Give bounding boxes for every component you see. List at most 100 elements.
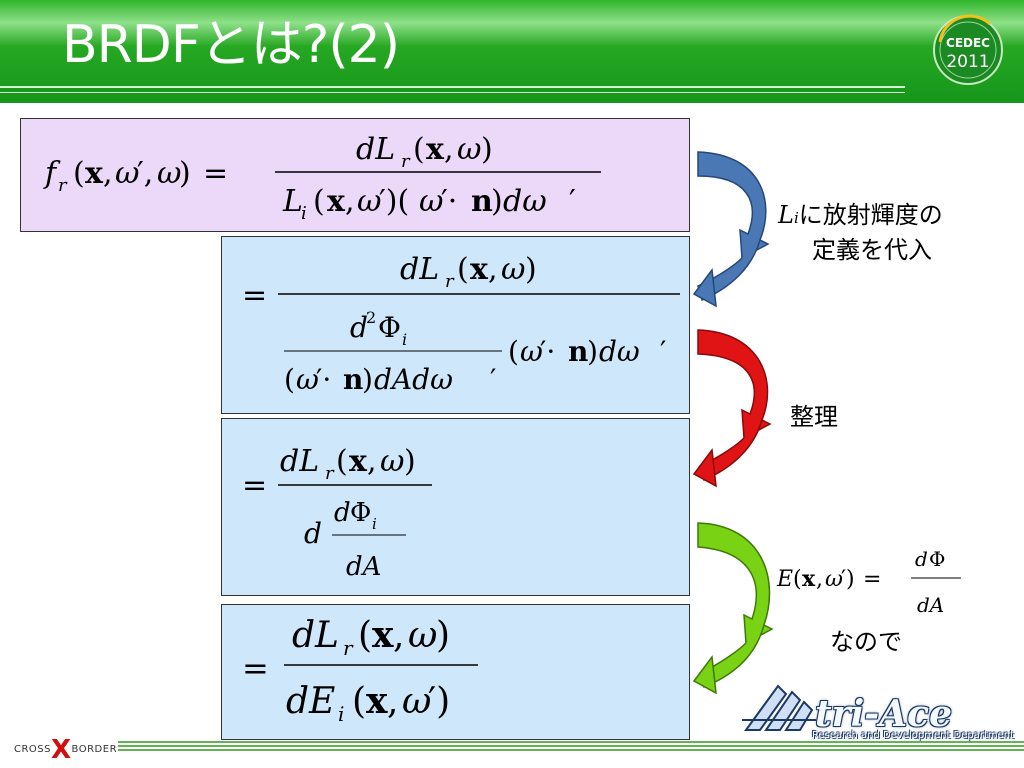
svg-text:r: r — [401, 151, 411, 172]
svg-text:): ) — [404, 444, 416, 479]
svg-text:,: , — [816, 567, 823, 592]
svg-text:(: ( — [73, 156, 85, 191]
svg-text:dL: dL — [292, 615, 339, 656]
svg-text:x: x — [802, 566, 816, 592]
svg-text:d: d — [334, 498, 351, 528]
svg-text:′: ′ — [569, 184, 576, 219]
slide-title: BRDFとは?(2) — [62, 15, 400, 75]
svg-text:,: , — [345, 184, 355, 219]
crossborder-logo-x: X — [51, 735, 72, 765]
svg-text:): ) — [436, 615, 450, 656]
cedec-logo-text: CEDEC — [946, 36, 990, 50]
svg-text:ω: ω — [501, 252, 525, 287]
svg-text:r: r — [58, 175, 68, 196]
svg-text:x: x — [327, 184, 346, 219]
footer-line-2 — [118, 745, 1024, 747]
footer-line-1 — [118, 741, 1024, 743]
radiance-substitution-equation: = dL r ( x , ω ) d 2 Φ i ( ω ′· n ) dAdω… — [242, 252, 680, 396]
svg-text:(: ( — [336, 444, 348, 479]
annotation-line1: に放射輝度の — [798, 201, 943, 229]
cedec-logo-year: 2011 — [946, 52, 989, 72]
svg-text:2: 2 — [366, 308, 376, 327]
svg-text:′): ′) — [428, 681, 450, 722]
svg-text:r: r — [343, 636, 354, 660]
svg-text:(: ( — [457, 252, 469, 287]
svg-text:d: d — [915, 547, 928, 571]
svg-text:dL: dL — [356, 132, 395, 167]
svg-text:(: ( — [313, 184, 325, 219]
svg-text:=: = — [203, 156, 228, 191]
equation-box-4: = dL r ( x , ω ) dE i ( x , ω ′) — [221, 604, 690, 740]
svg-text:): ) — [362, 363, 373, 396]
svg-text:ω: ω — [408, 615, 437, 656]
svg-text:r: r — [445, 271, 455, 292]
svg-text:,: , — [444, 132, 454, 167]
svg-text:x: x — [426, 132, 445, 167]
svg-text:): ) — [179, 156, 191, 191]
svg-text:n: n — [343, 363, 363, 396]
svg-text:): ) — [525, 252, 537, 287]
svg-text:dω: dω — [503, 184, 547, 219]
tri-ace-logo: tri-Ace — [815, 693, 952, 735]
svg-text:i: i — [338, 702, 344, 726]
svg-text:E: E — [776, 567, 793, 592]
svg-text:′: ′ — [490, 363, 496, 396]
svg-text:x: x — [85, 156, 104, 191]
svg-text:′·: ′· — [316, 363, 331, 396]
arrow-blue-curved — [692, 151, 770, 308]
svg-text:Φ: Φ — [350, 498, 371, 528]
svg-text:): ) — [491, 184, 503, 219]
crossborder-logo-right: BORDER — [71, 744, 118, 755]
svg-text:dA: dA — [917, 593, 944, 617]
crossborder-logo-left: CROSS — [14, 744, 51, 755]
svg-text:): ) — [587, 335, 598, 368]
svg-text:(: ( — [358, 615, 372, 656]
header-bar — [0, 0, 1024, 103]
header-divider-line-thin — [0, 92, 905, 93]
svg-text:i: i — [372, 515, 377, 533]
svg-text:,: , — [103, 156, 113, 191]
simplified-equation: = dL r ( x , ω ) d d Φ i dA — [242, 444, 432, 582]
annotation-li-subscript: i — [793, 209, 799, 227]
svg-text:,: , — [367, 444, 377, 479]
header-divider-line — [0, 86, 905, 88]
irradiance-equation: = dL r ( x , ω ) dE i ( x , ω ′) — [242, 614, 478, 726]
svg-text:): ) — [481, 132, 493, 167]
equation-box-2: = dL r ( x , ω ) d 2 Φ i ( ω ′· n ) dAdω… — [221, 236, 690, 414]
svg-text:x: x — [349, 444, 368, 479]
tri-ace-subtitle: Research and Development Department — [812, 730, 1015, 741]
svg-text:ω: ω — [402, 681, 431, 722]
equation-box-3: = dL r ( x , ω ) d d Φ i dA — [221, 418, 690, 596]
svg-text:dE: dE — [286, 681, 335, 722]
svg-text:dω: dω — [599, 335, 640, 368]
svg-text:ω: ω — [157, 156, 181, 191]
svg-text:Φ: Φ — [929, 547, 945, 571]
svg-text:x: x — [366, 680, 388, 722]
footer-line-3 — [118, 749, 1024, 751]
svg-text:n: n — [471, 184, 493, 219]
svg-text:=: = — [242, 278, 267, 313]
brdf-definition-equation: f r ( x , ω ′, ω ) = dL r ( x , ω ) L i … — [43, 132, 601, 224]
svg-text:ω: ω — [457, 132, 481, 167]
svg-text:=: = — [242, 468, 267, 503]
svg-text:′: ′ — [660, 335, 666, 368]
svg-text:(: ( — [508, 335, 519, 368]
svg-text:,: , — [387, 681, 398, 722]
svg-text:d: d — [350, 311, 368, 344]
svg-text:ω: ω — [380, 444, 404, 479]
arrow-red-curved — [692, 329, 772, 488]
annotation-radiance-substitution: Liに放射輝度の — [778, 195, 943, 230]
svg-text:d: d — [304, 517, 322, 550]
svg-text:′·: ′· — [441, 184, 457, 219]
svg-text:(: ( — [352, 681, 366, 722]
irradiance-definition-equation: E ( x , ω ′) = d Φ dA — [776, 547, 961, 617]
annotation-li-symbol: L — [778, 201, 794, 229]
svg-text:′·: ′· — [540, 335, 555, 368]
svg-text:ω: ω — [296, 363, 319, 396]
annotation-therefore: なので — [830, 628, 902, 656]
cedec-2011-logo: CEDEC 2011 — [933, 14, 1003, 85]
svg-text:dL: dL — [280, 444, 319, 479]
svg-text:(: ( — [413, 132, 425, 167]
crossborder-logo: CROSSXBORDER — [14, 729, 118, 765]
svg-text:L: L — [282, 184, 303, 219]
